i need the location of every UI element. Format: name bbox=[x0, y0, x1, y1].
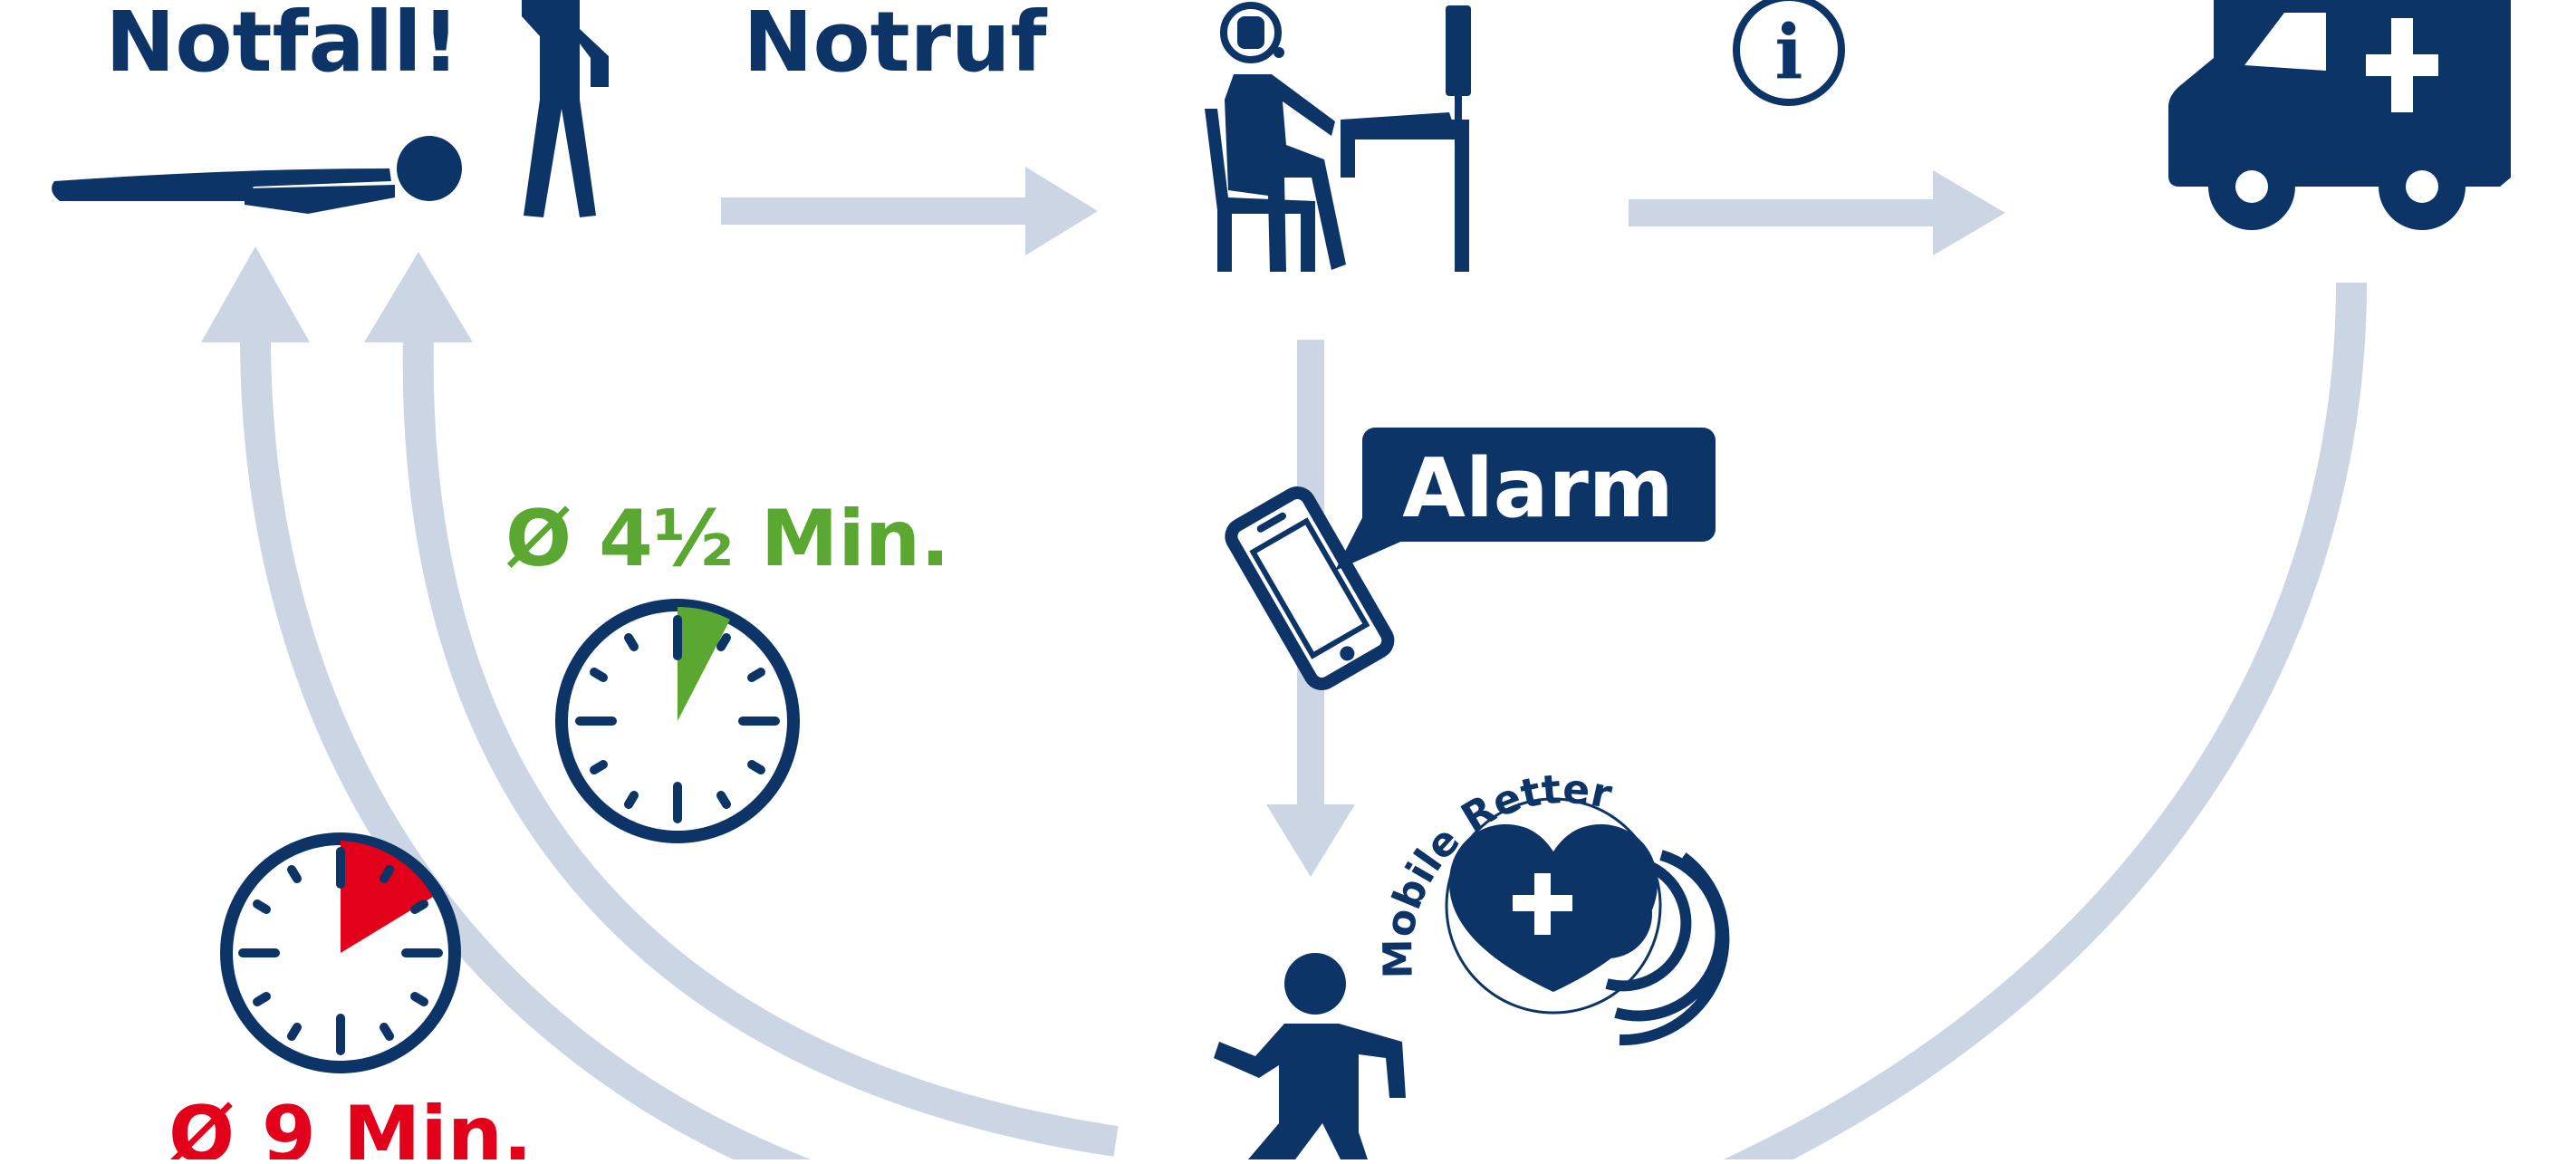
flow-arrows bbox=[201, 167, 2005, 877]
dispatcher-icon bbox=[1205, 2, 1471, 272]
smartphone-icon bbox=[1225, 486, 1395, 690]
arrowhead-ambulance-to-patient bbox=[201, 246, 310, 342]
alarm-bubble: Alarm bbox=[1335, 428, 1716, 571]
ambulance-icon bbox=[2168, 0, 2511, 230]
ambulance-cross-icon bbox=[2366, 18, 2438, 112]
arrow-dispatch-to-ambulance bbox=[1629, 170, 2005, 255]
mobile-retter-logo: Mobile Retter bbox=[1375, 766, 1730, 1046]
bystander-icon bbox=[522, 0, 609, 217]
ambulance-time-label: Ø 9 Min. bbox=[168, 1090, 533, 1159]
alarm-label: Alarm bbox=[1402, 441, 1673, 536]
info-icon-glyph: i bbox=[1774, 9, 1802, 96]
arrow-call-to-dispatch bbox=[721, 167, 1098, 255]
emergency-label: Notfall! bbox=[105, 0, 459, 91]
patient-icon bbox=[52, 136, 462, 214]
arrowhead-responder-to-patient bbox=[364, 252, 473, 342]
signal-waves-icon bbox=[1594, 850, 1730, 1046]
stopwatch-responder-icon bbox=[555, 599, 800, 843]
info-icon: i bbox=[1733, 0, 1845, 106]
call-label: Notruf bbox=[743, 0, 1047, 91]
responder-time-label: Ø 4½ Min. bbox=[505, 494, 950, 584]
stopwatch-ambulance-icon bbox=[220, 832, 461, 1073]
mobile-rescuer-icon bbox=[1214, 953, 1406, 1159]
logo-cross-icon bbox=[1513, 873, 1572, 935]
curve-responder-to-patient bbox=[402, 336, 1119, 1157]
